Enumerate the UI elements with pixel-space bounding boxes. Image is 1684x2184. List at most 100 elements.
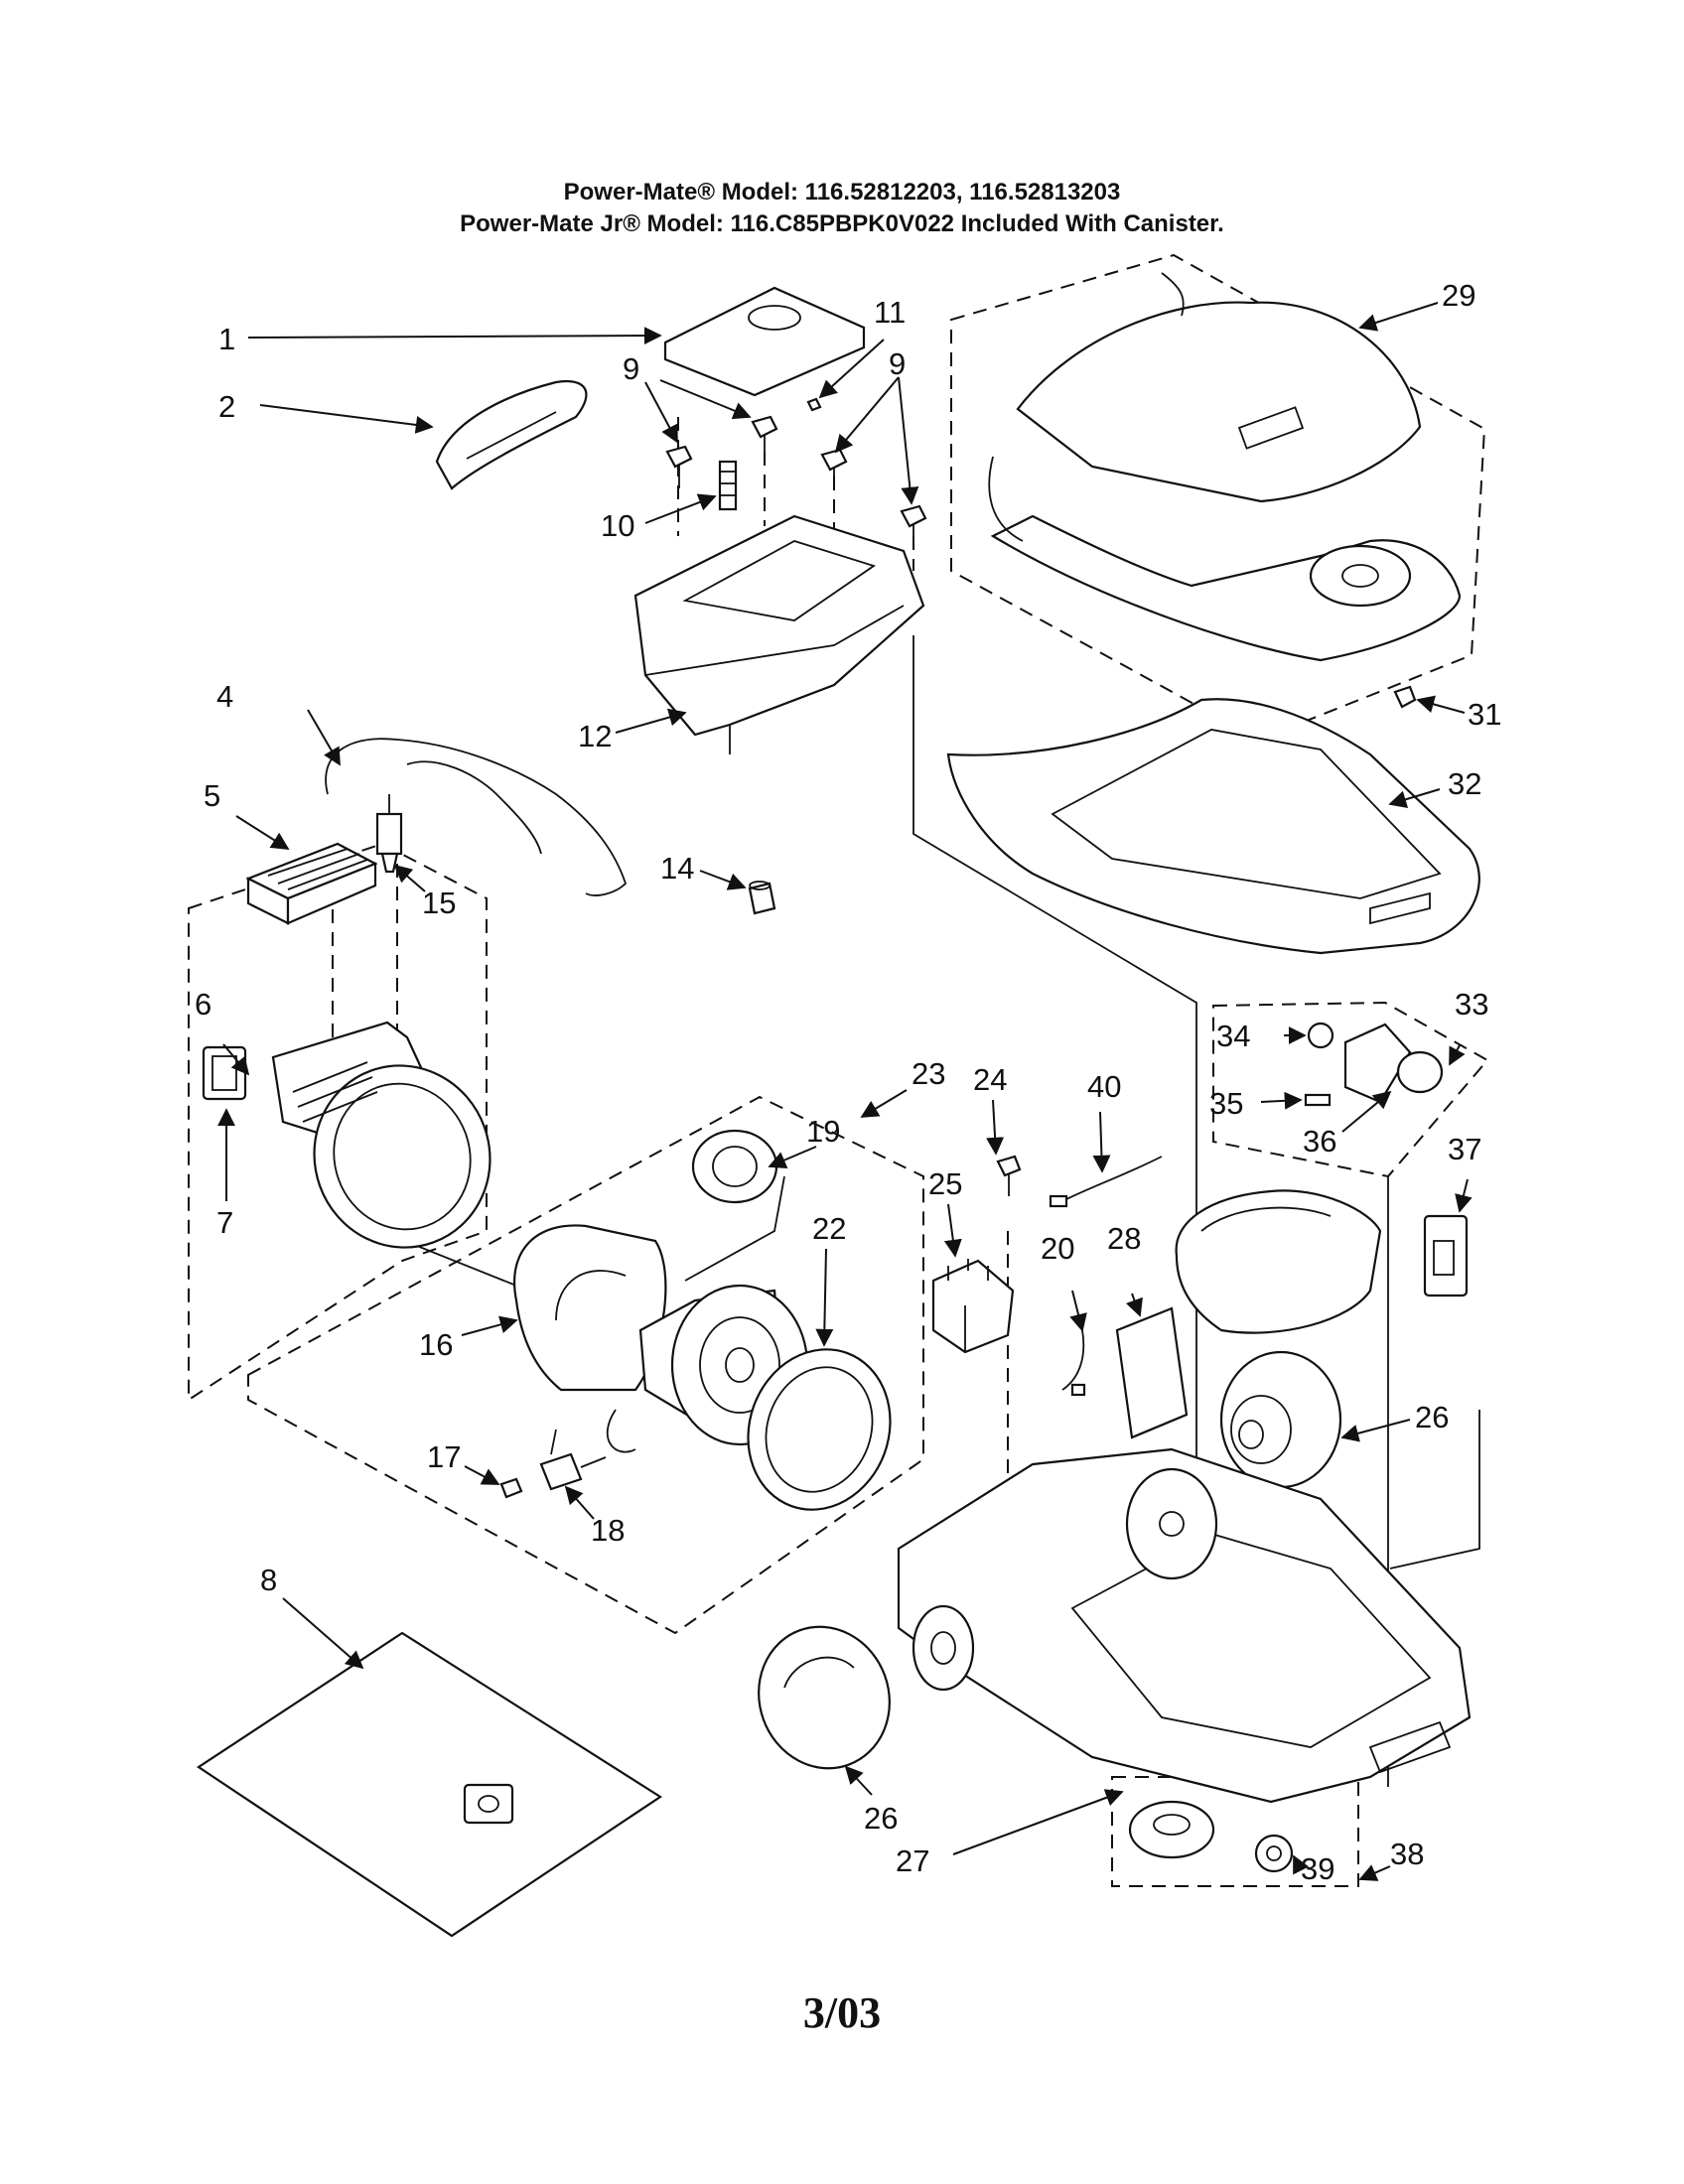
terminal-part [539,1429,607,1491]
canister-body-part [897,1447,1472,1804]
leader-9a-2 [659,379,752,420]
nut-part [748,881,776,915]
hose-cord-part [325,738,628,896]
callout-9-right: 9 [889,346,906,381]
leader-20 [1069,1290,1087,1332]
header-line-2: Power-Mate Jr® Model: 116.C85PBPK0V022 I… [460,210,1224,237]
callout-31: 31 [1468,697,1501,732]
wire-40 [1049,1156,1163,1208]
cord-reel-part [1175,1189,1382,1334]
leader-33 [1449,1044,1466,1066]
motor-gasket-part [747,1348,892,1511]
leader-9a-1 [644,381,678,444]
callout-4: 4 [216,679,233,714]
screw-9-d [900,504,927,538]
callout-20: 20 [1041,1231,1074,1266]
callout-37: 37 [1448,1132,1481,1166]
bag-door-part [946,698,1480,955]
callout-16: 16 [419,1327,453,1362]
callout-29: 29 [1442,278,1475,313]
washer-34 [1307,1022,1334,1049]
spring-part [718,460,738,511]
cord-sheath-part [406,760,542,855]
leader-38 [1358,1864,1391,1881]
callout-14: 14 [660,851,694,886]
callout-6: 6 [195,987,211,1022]
leader-14 [699,870,747,890]
leader-12 [615,708,687,734]
callout-15: 15 [422,886,456,920]
caster-wheel-part [1254,1834,1294,1873]
callout-11: 11 [874,295,906,330]
pedal-36 [1343,1023,1444,1104]
leader-15 [393,864,426,892]
leader-6 [222,1043,250,1076]
callout-17: 17 [427,1439,461,1474]
leader-24 [986,1099,1005,1156]
leader-35 [1260,1091,1303,1110]
leader-8 [282,1597,364,1670]
callout-26-rear: 26 [1415,1400,1449,1434]
leader-32 [1388,788,1441,808]
handle-grip-part [435,379,588,490]
clip-part [806,397,822,412]
handle-base-part [633,514,925,754]
callout-24: 24 [973,1062,1007,1097]
exhaust-filter-part [245,842,378,925]
cord-release-group-outline [1212,1001,1489,1178]
leader-40 [1092,1111,1111,1173]
front-wheel-part [758,1625,891,1770]
spring-35 [1304,1093,1332,1107]
callout-35: 35 [1209,1086,1243,1121]
callout-39: 39 [1301,1851,1334,1886]
callout-10: 10 [601,508,634,543]
callout-23: 23 [912,1056,945,1091]
filter-housing-part [271,1021,491,1249]
callout-8: 8 [260,1563,277,1597]
filter-pad-part [1115,1306,1189,1439]
callout-18: 18 [591,1513,625,1548]
callout-12: 12 [578,719,612,753]
diagram-header: Power-Mate® Model: 116.52812203, 116.528… [0,177,1684,240]
leader-28 [1126,1293,1143,1317]
screw-9-c [820,448,848,486]
wire-20 [1061,1329,1086,1397]
cord-button-part [1423,1214,1469,1297]
terminal-screw-part [499,1477,523,1499]
callout-26-front: 26 [864,1801,898,1836]
dust-bag-part [197,1631,663,1938]
leader-9b-1 [834,376,900,454]
date-code: 3/03 [802,1988,882,2037]
leader-9b-2 [898,376,919,505]
latch-part [1393,685,1417,709]
callout-36: 36 [1303,1124,1336,1159]
rear-wheel-part [1219,1350,1342,1489]
callout-34: 34 [1216,1019,1250,1053]
leader-26b [844,1765,873,1796]
motor-wire-line [684,1175,785,1282]
wheel-line [1389,1410,1480,1570]
screw-24 [996,1155,1022,1196]
leader-1 [247,327,662,345]
callout-9-left: 9 [623,351,639,386]
leader-17 [464,1465,500,1485]
leader-11 [818,339,885,399]
leader-18 [564,1485,595,1520]
hood-group-outline [950,253,1486,742]
leader-27 [952,1789,1124,1855]
callout-1: 1 [218,322,235,356]
callout-22: 22 [812,1211,846,1246]
leader-10 [644,493,717,524]
leader-22 [815,1248,834,1347]
screw-9-b [751,415,778,453]
callout-5: 5 [204,778,220,813]
leader-37 [1455,1178,1473,1213]
hood-part [988,272,1462,662]
capacitor-part [931,1259,1015,1354]
callout-19: 19 [806,1114,840,1149]
caster-part [1128,1800,1215,1859]
motor-group-outline [247,1095,924,1635]
screw-9-a [665,445,693,488]
leader-5 [235,815,290,850]
